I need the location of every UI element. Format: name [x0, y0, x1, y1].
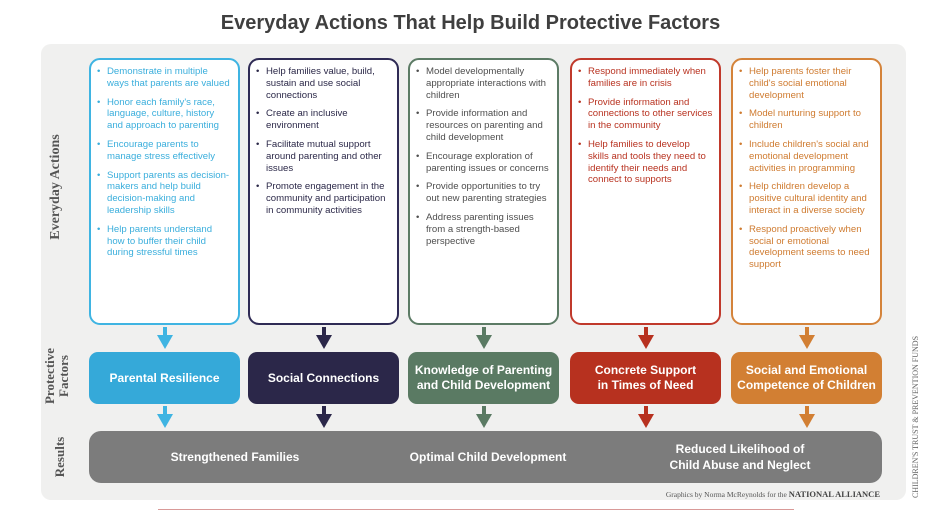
factor-social-emotional-competence: Social and Emotional Competence of Child… [731, 352, 882, 404]
actions-card-social-emotional-competence: Help parents foster their child's social… [731, 58, 882, 325]
action-item: Demonstrate in multiple ways that parent… [97, 66, 232, 90]
arrow-down-icon [475, 414, 492, 428]
arrow-down-icon [315, 335, 332, 349]
factor-label-line1: Social and Emotional [745, 363, 868, 377]
results-bar [89, 431, 882, 483]
factor-label-line2: in Times of Need [597, 378, 694, 392]
connector-stem [321, 406, 326, 415]
connector-stem [804, 327, 809, 336]
row-label-everyday-actions: Everyday Actions [48, 134, 63, 240]
factor-social-connections: Social Connections [248, 352, 399, 404]
factor-label-line2: and Child Development [416, 378, 551, 392]
action-item: Model nurturing support to children [739, 108, 874, 132]
arrow-down-icon [637, 335, 654, 349]
factor-label-line1: Social Connections [267, 370, 380, 385]
arrow-down-icon [156, 414, 173, 428]
result-strengthened-families: Strengthened Families [170, 450, 300, 464]
result-reduced-likelihood: Reduced Likelihood of Child Abuse and Ne… [650, 441, 830, 473]
arrow-down-icon [475, 335, 492, 349]
arrow-down-icon [156, 335, 173, 349]
actions-card-social-connections: Help families value, build, sustain and … [248, 58, 399, 325]
arrow-down-icon [637, 414, 654, 428]
action-item: Provide opportunities to try out new par… [416, 181, 551, 205]
graphics-credit-prefix: Graphics by Norma McReynolds for the [665, 490, 787, 499]
connector-stem [481, 327, 486, 336]
connector-stem [643, 327, 648, 336]
bottom-divider [158, 509, 794, 510]
result-optimal-child-development: Optimal Child Development [409, 450, 567, 464]
action-item: Help children develop a positive cultura… [739, 181, 874, 216]
actions-card-concrete-support: Respond immediately when families are in… [570, 58, 721, 325]
graphics-credit: Graphics by Norma McReynolds for the NAT… [640, 489, 880, 499]
arrow-down-icon [798, 335, 815, 349]
action-item: Help families value, build, sustain and … [256, 66, 391, 101]
row-label-protective-factors-line2: Factors [56, 355, 71, 397]
result-reduced-likelihood-line1: Reduced Likelihood of [675, 442, 805, 456]
graphics-credit-org: NATIONAL ALLIANCE [788, 489, 880, 499]
row-label-protective-factors-line1: Protective [42, 347, 57, 405]
action-item: Encourage parents to manage stress effec… [97, 139, 232, 163]
row-label-results: Results [52, 436, 67, 478]
factor-label-line2: Competence of Children [737, 378, 876, 392]
connector-stem [162, 327, 167, 336]
factor-label-line1: Knowledge of Parenting [414, 363, 553, 377]
action-item: Honor each family's race, language, cult… [97, 97, 232, 132]
action-item: Provide information and connections to o… [578, 97, 713, 132]
factor-label-line1: Parental Resilience [109, 370, 220, 385]
diagram-title: Everyday Actions That Help Build Protect… [220, 12, 721, 34]
action-item: Include children's social and emotional … [739, 139, 874, 174]
connector-stem [321, 327, 326, 336]
action-item: Create an inclusive environment [256, 108, 391, 132]
action-item: Help parents understand how to buffer th… [97, 224, 232, 259]
connector-stem [481, 406, 486, 415]
action-item: Help parents foster their child's social… [739, 66, 874, 101]
action-item: Model developmentally appropriate intera… [416, 66, 551, 101]
result-reduced-likelihood-line2: Child Abuse and Neglect [669, 458, 811, 472]
action-item: Encourage exploration of parenting issue… [416, 151, 551, 175]
action-item: Address parenting issues from a strength… [416, 212, 551, 247]
row-label-protective-factors: Protective Factors [42, 341, 73, 411]
actions-card-parental-resilience: Demonstrate in multiple ways that parent… [89, 58, 240, 325]
arrow-down-icon [315, 414, 332, 428]
action-item: Respond immediately when families are in… [578, 66, 713, 90]
action-item: Respond proactively when social or emoti… [739, 224, 874, 271]
vertical-credit-text: CHILDREN'S TRUST & PREVENTION FUNDS [911, 335, 920, 499]
connector-stem [162, 406, 167, 415]
action-item: Facilitate mutual support around parenti… [256, 139, 391, 174]
factor-knowledge-of-parenting: Knowledge of Parenting and Child Develop… [408, 352, 559, 404]
factor-label-line1: Concrete Support [594, 363, 697, 377]
action-item: Support parents as decision-makers and h… [97, 170, 232, 217]
action-item: Provide information and resources on par… [416, 108, 551, 143]
connector-stem [804, 406, 809, 415]
action-item: Help families to develop skills and tool… [578, 139, 713, 186]
action-item: Promote engagement in the community and … [256, 181, 391, 216]
actions-card-knowledge-of-parenting: Model developmentally appropriate intera… [408, 58, 559, 325]
factor-parental-resilience: Parental Resilience [89, 352, 240, 404]
factor-concrete-support: Concrete Support in Times of Need [570, 352, 721, 404]
arrow-down-icon [798, 414, 815, 428]
connector-stem [643, 406, 648, 415]
